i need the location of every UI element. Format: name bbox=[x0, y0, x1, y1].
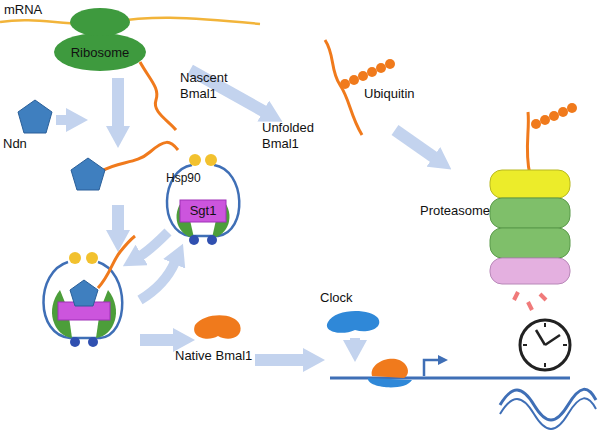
modifier-label: Ubiquitin bbox=[364, 86, 444, 102]
protein-label: Ndn bbox=[3, 136, 43, 152]
chaperone-complex: Hsp90Sgt1 bbox=[160, 150, 250, 245]
node-text: Sgt1 bbox=[190, 203, 217, 219]
node-text: Ribosome bbox=[71, 45, 130, 61]
protein-label: Nascent Bmal1 bbox=[180, 70, 240, 102]
protein-label: Clock bbox=[320, 290, 380, 306]
ribosome-node: Ribosome bbox=[62, 42, 138, 64]
cochaperone-box: Sgt1 bbox=[180, 200, 226, 222]
mrna-label: mRNA bbox=[4, 2, 64, 18]
node-text: Hsp90 bbox=[166, 170, 201, 186]
protein-label: Native Bmal1 bbox=[175, 348, 275, 364]
complex-label: Proteasome bbox=[420, 203, 490, 219]
protein-label: Unfolded Bmal1 bbox=[262, 120, 324, 152]
